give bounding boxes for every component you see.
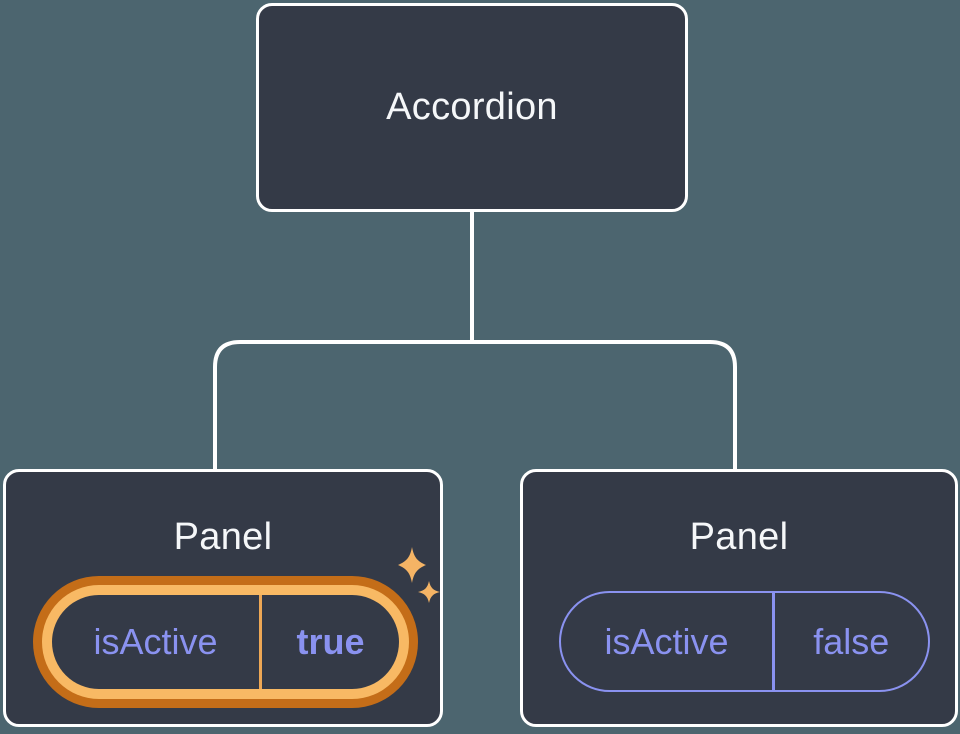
node-panel-inactive: Panel isActive false [520,469,958,727]
prop-name-label: isActive [604,620,729,662]
state-pill-inactive: isActive false [559,591,930,692]
state-pill-active: isActive true [52,595,399,689]
pill-divider [259,595,262,689]
prop-name-label: isActive [93,621,218,662]
node-panel-active: Panel isActive true [3,469,443,727]
node-accordion: Accordion [256,3,688,212]
connector-branch [213,340,737,469]
prop-value-label: false [813,620,890,662]
panel-active-title: Panel [173,516,273,558]
pill-divider [772,593,775,690]
panel-inactive-title: Panel [689,516,789,558]
sparkle-small-icon [418,581,440,603]
prop-value-label: true [296,621,365,662]
accordion-label: Accordion [386,86,558,128]
